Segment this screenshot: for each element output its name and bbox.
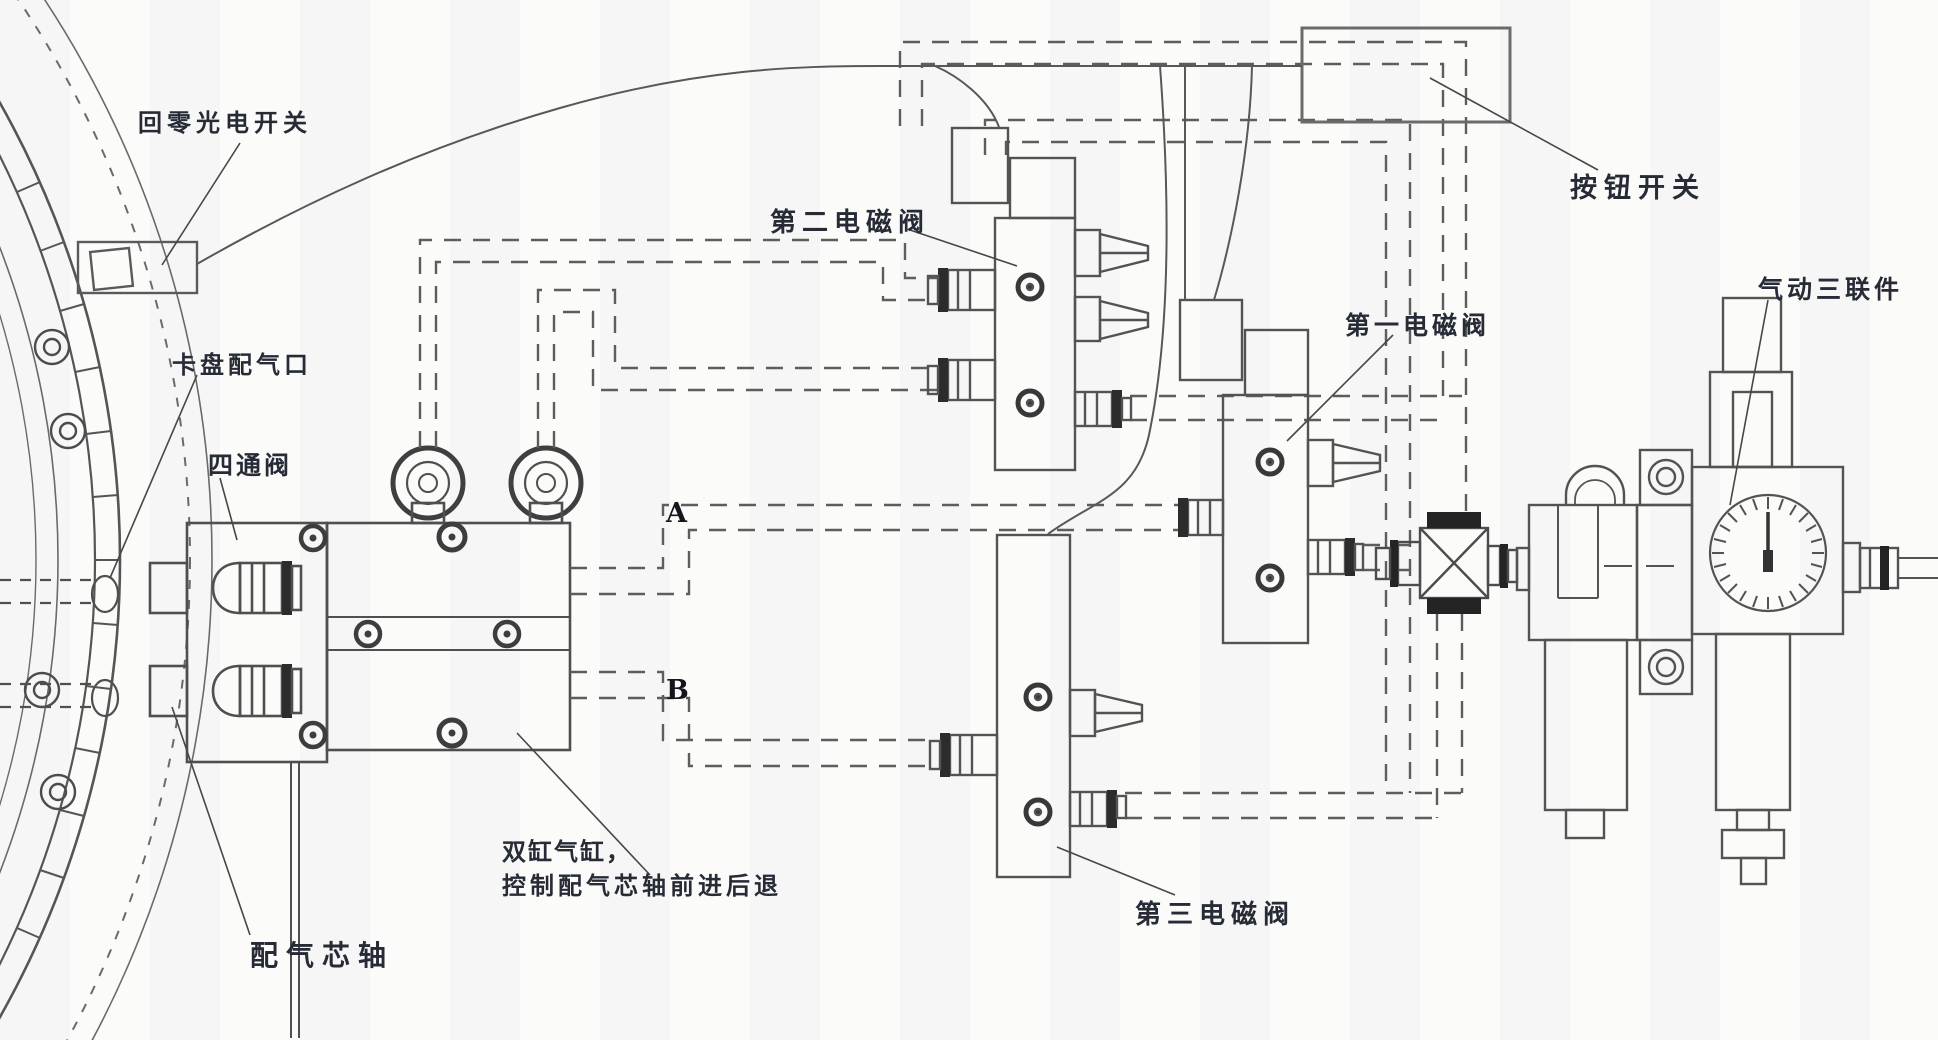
solenoid-valve-1	[1178, 298, 1382, 645]
label-push-button-switch: 按钮开关	[1570, 173, 1706, 204]
photoelectric-switch	[76, 240, 199, 295]
solenoid-valve-2	[926, 126, 1150, 472]
cylinder-screws	[298, 521, 522, 750]
port-b-marker: B	[666, 675, 689, 706]
label-solenoid-valve-1: 第一电磁阀	[1345, 311, 1491, 340]
label-dual-cylinder-line1: 双缸气缸，	[502, 837, 632, 866]
push-button-box	[1300, 26, 1512, 124]
cross-fitting	[1374, 512, 1519, 614]
label-photoelectric-switch: 回零光电开关	[138, 108, 312, 137]
label-solenoid-valve-3: 第三电磁阀	[1135, 900, 1296, 930]
label-air-service-unit: 气动三联件	[1758, 275, 1904, 304]
chuck-bolts	[23, 328, 87, 811]
label-air-mandrel: 配气芯轴	[250, 939, 395, 972]
chuck-rim	[0, 0, 213, 1040]
chuck-air-port-bulbs	[0, 574, 120, 718]
leader-lines	[109, 77, 1769, 936]
solenoid-valve-3	[928, 533, 1144, 879]
air-tubes	[418, 40, 1468, 820]
dual-cylinder	[325, 445, 584, 752]
label-four-way-valve: 四通阀	[208, 451, 293, 480]
four-way-valve-block	[148, 521, 329, 1038]
port-a-marker: A	[666, 498, 687, 529]
label-chuck-air-port: 卡盘配气口	[172, 350, 312, 379]
label-dual-cylinder-line2: 控制配气芯轴前进后退	[502, 871, 782, 900]
air-service-unit	[1515, 296, 1938, 886]
label-solenoid-valve-2: 第二电磁阀	[770, 208, 931, 238]
wires	[196, 65, 1302, 535]
